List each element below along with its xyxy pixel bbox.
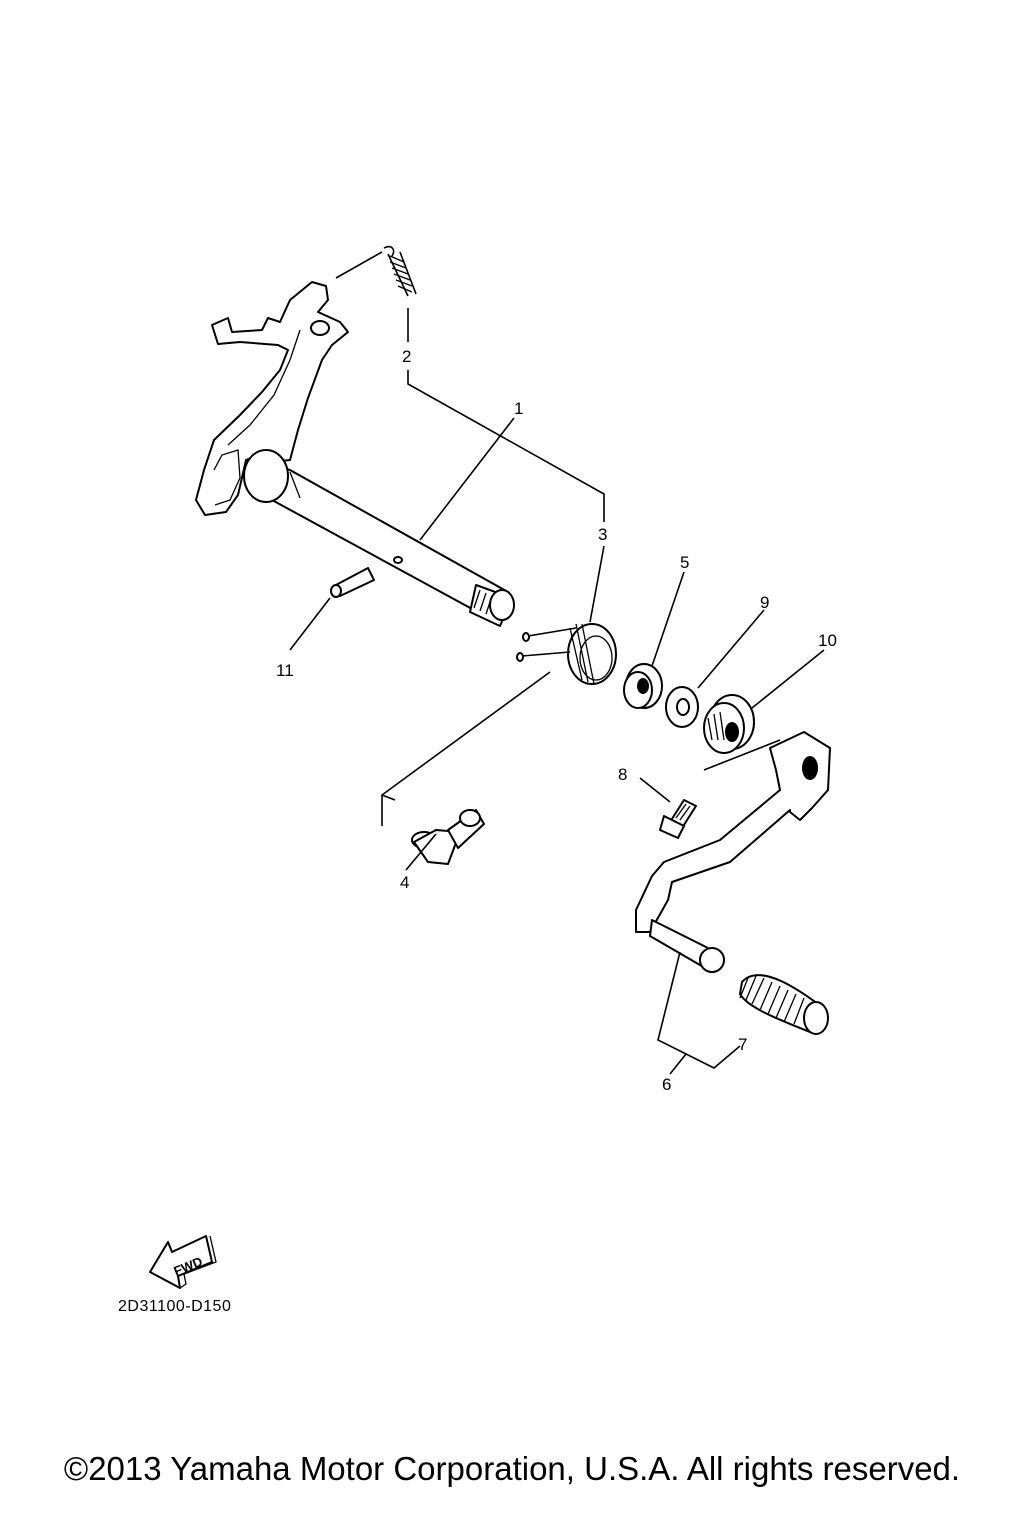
callout-5: 5 (680, 553, 689, 572)
callout-9: 9 (760, 593, 769, 612)
callout-labels: 1 2 3 4 5 6 7 8 9 10 11 (276, 347, 837, 1094)
part-10-seal (703, 694, 755, 754)
part-11-dowel-pin (330, 567, 375, 598)
callout-4: 4 (400, 873, 409, 892)
callout-10: 10 (818, 631, 837, 650)
part-6-shift-pedal (635, 731, 831, 973)
part-8-bolt (659, 799, 697, 839)
part-1-shift-shaft (195, 281, 515, 627)
callout-8: 8 (618, 765, 627, 784)
callout-7: 7 (738, 1035, 747, 1054)
part-4-stud-bolt (411, 809, 485, 865)
leader-lines (289, 308, 825, 1075)
part-3-torsion-spring (516, 623, 617, 685)
copyright-notice: ©2013 Yamaha Motor Corporation, U.S.A. A… (63, 1450, 961, 1487)
part-9-washer (665, 686, 699, 728)
part-7-pedal-rubber (739, 974, 829, 1035)
part-5-collar (623, 663, 663, 709)
part-2-spring (335, 245, 417, 297)
callout-3: 3 (598, 525, 607, 544)
callout-6: 6 (662, 1075, 671, 1094)
diagram-code: 2D31100-D150 (118, 1298, 232, 1315)
callout-11: 11 (276, 661, 294, 680)
callout-2: 2 (402, 347, 411, 366)
fwd-arrow-icon: FWD (149, 1235, 217, 1289)
callout-1: 1 (514, 399, 523, 418)
